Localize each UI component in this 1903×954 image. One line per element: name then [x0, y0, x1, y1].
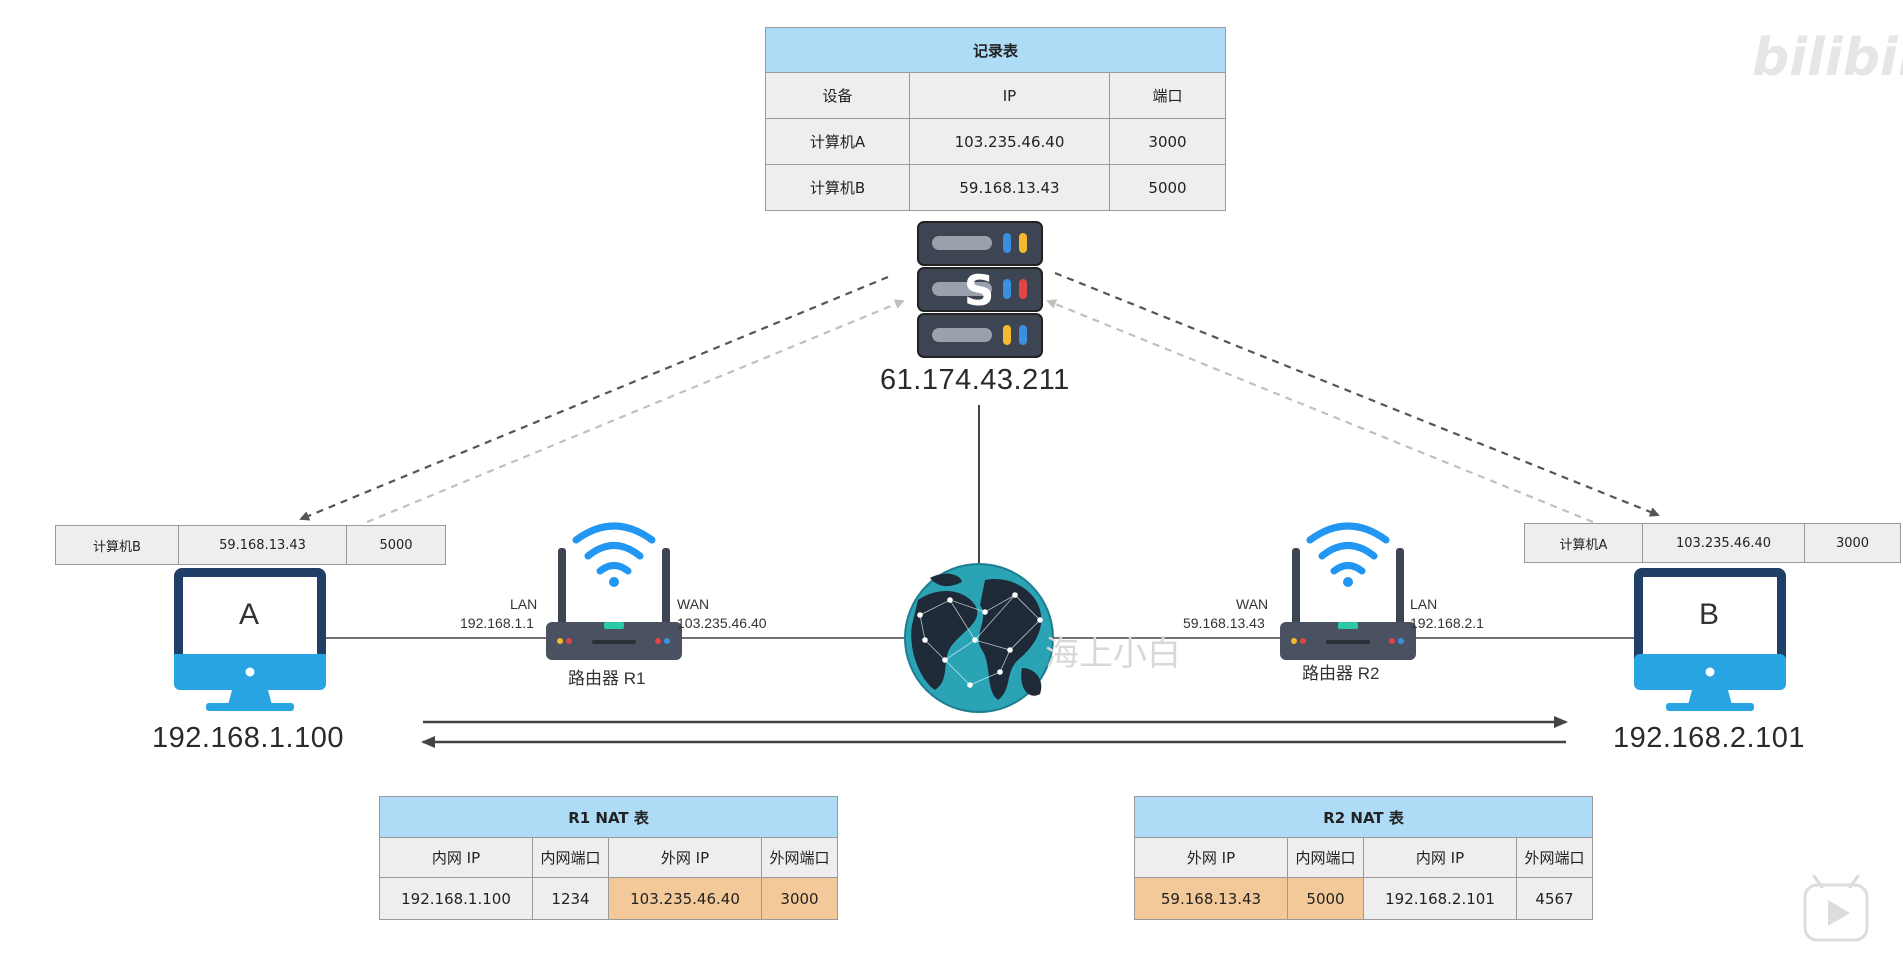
header-cell: 内网端口 — [1287, 837, 1364, 878]
host-a-cache-table: 计算机B 59.168.13.43 5000 — [55, 525, 446, 565]
host-b-ip: 192.168.2.101 — [1613, 722, 1805, 754]
r1-lan-label: LAN — [510, 596, 538, 612]
table-row: 计算机A 103.235.46.40 3000 — [1524, 523, 1901, 563]
watermark-logo: bilibili — [1752, 28, 1903, 88]
r1-wan-label: WAN — [677, 596, 710, 612]
header-cell: 外网端口 — [760, 837, 839, 878]
header-cell: 内网端口 — [532, 837, 609, 878]
server-icon — [917, 221, 1043, 358]
table-cell: 5000 — [346, 525, 446, 565]
r2-nat-title: R2 NAT 表 — [1133, 796, 1594, 838]
dashed-b-to-server — [1046, 299, 1594, 524]
header-cell: 外网端口 — [1515, 837, 1594, 878]
header-cell: 内网 IP — [1363, 837, 1517, 878]
r1-lan-ip: 192.168.1.1 — [460, 615, 534, 631]
router-r1-icon — [546, 548, 682, 660]
table-cell: 5000 — [1108, 164, 1227, 211]
host-a-letter: A — [239, 598, 260, 631]
table-cell-highlighted: 59.168.13.43 — [1134, 877, 1288, 920]
table-cell-highlighted: 103.235.46.40 — [608, 877, 762, 920]
table-row: 192.168.1.100 1234 103.235.46.40 3000 — [379, 877, 839, 920]
dashed-server-to-a — [299, 275, 889, 521]
record-table: 记录表 设备 IP 端口 计算机A 103.235.46.40 3000 计算机… — [764, 27, 1227, 211]
header-cell: 设备 — [765, 72, 910, 119]
dashed-a-to-server — [366, 299, 905, 524]
table-cell: 计算机B — [55, 525, 179, 565]
table-cell: 103.235.46.40 — [1642, 523, 1805, 563]
monitor-b-icon — [1634, 568, 1786, 711]
r2-wan-label: WAN — [1236, 596, 1269, 612]
r2-wan-ip: 59.168.13.43 — [1183, 615, 1265, 631]
table-row: 计算机A 103.235.46.40 3000 — [765, 118, 1227, 165]
host-b-cache-table: 计算机A 103.235.46.40 3000 — [1524, 523, 1901, 563]
table-cell-highlighted: 5000 — [1287, 877, 1364, 920]
header-cell: 端口 — [1108, 72, 1227, 119]
router-r2-icon — [1280, 548, 1416, 660]
r1-wan-ip: 103.235.46.40 — [677, 615, 767, 631]
r2-nat-table: R2 NAT 表 外网 IP 内网端口 内网 IP 外网端口 59.168.13… — [1133, 796, 1594, 920]
table-cell: 59.168.13.43 — [178, 525, 347, 565]
table-cell: 59.168.13.43 — [909, 164, 1110, 211]
r2-lan-label: LAN — [1410, 596, 1438, 612]
table-cell: 192.168.1.100 — [379, 877, 533, 920]
table-cell: 3000 — [1804, 523, 1901, 563]
r2-lan-ip: 192.168.2.1 — [1410, 615, 1484, 631]
server-letter: S — [964, 266, 995, 315]
table-cell: 计算机A — [1524, 523, 1643, 563]
table-cell-highlighted: 3000 — [760, 877, 839, 920]
table-cell: 192.168.2.101 — [1363, 877, 1517, 920]
record-table-title: 记录表 — [764, 27, 1227, 73]
watermark-center: 海上小白 — [1045, 634, 1181, 674]
table-cell: 3000 — [1108, 118, 1227, 165]
table-cell: 103.235.46.40 — [909, 118, 1110, 165]
table-row: 59.168.13.43 5000 192.168.2.101 4567 — [1134, 877, 1594, 920]
host-a-ip: 192.168.1.100 — [152, 722, 344, 754]
table-cell: 计算机B — [765, 164, 910, 211]
table-row: 计算机B 59.168.13.43 5000 — [765, 164, 1227, 211]
header-cell: 外网 IP — [1134, 837, 1288, 878]
header-cell: IP — [909, 72, 1110, 119]
globe-icon — [904, 563, 1054, 713]
wifi-dot — [609, 577, 619, 587]
wifi-dot — [1343, 577, 1353, 587]
r2-name: 路由器 R2 — [1302, 664, 1380, 683]
header-cell: 内网 IP — [379, 837, 533, 878]
play-icon[interactable] — [1803, 874, 1869, 942]
r1-name: 路由器 R1 — [568, 669, 646, 688]
r1-nat-table: R1 NAT 表 内网 IP 内网端口 外网 IP 外网端口 192.168.1… — [378, 796, 839, 920]
monitor-a-icon — [174, 568, 326, 711]
wifi-icon — [1306, 522, 1390, 575]
header-cell: 外网 IP — [608, 837, 762, 878]
r1-nat-title: R1 NAT 表 — [378, 796, 839, 838]
dashed-server-to-b — [1054, 271, 1660, 517]
table-cell: 4567 — [1515, 877, 1594, 920]
table-cell: 1234 — [532, 877, 609, 920]
host-b-letter: B — [1699, 598, 1720, 631]
server-ip: 61.174.43.211 — [880, 364, 1070, 396]
wifi-icon — [572, 522, 656, 575]
table-cell: 计算机A — [765, 118, 910, 165]
table-row: 计算机B 59.168.13.43 5000 — [55, 525, 446, 565]
